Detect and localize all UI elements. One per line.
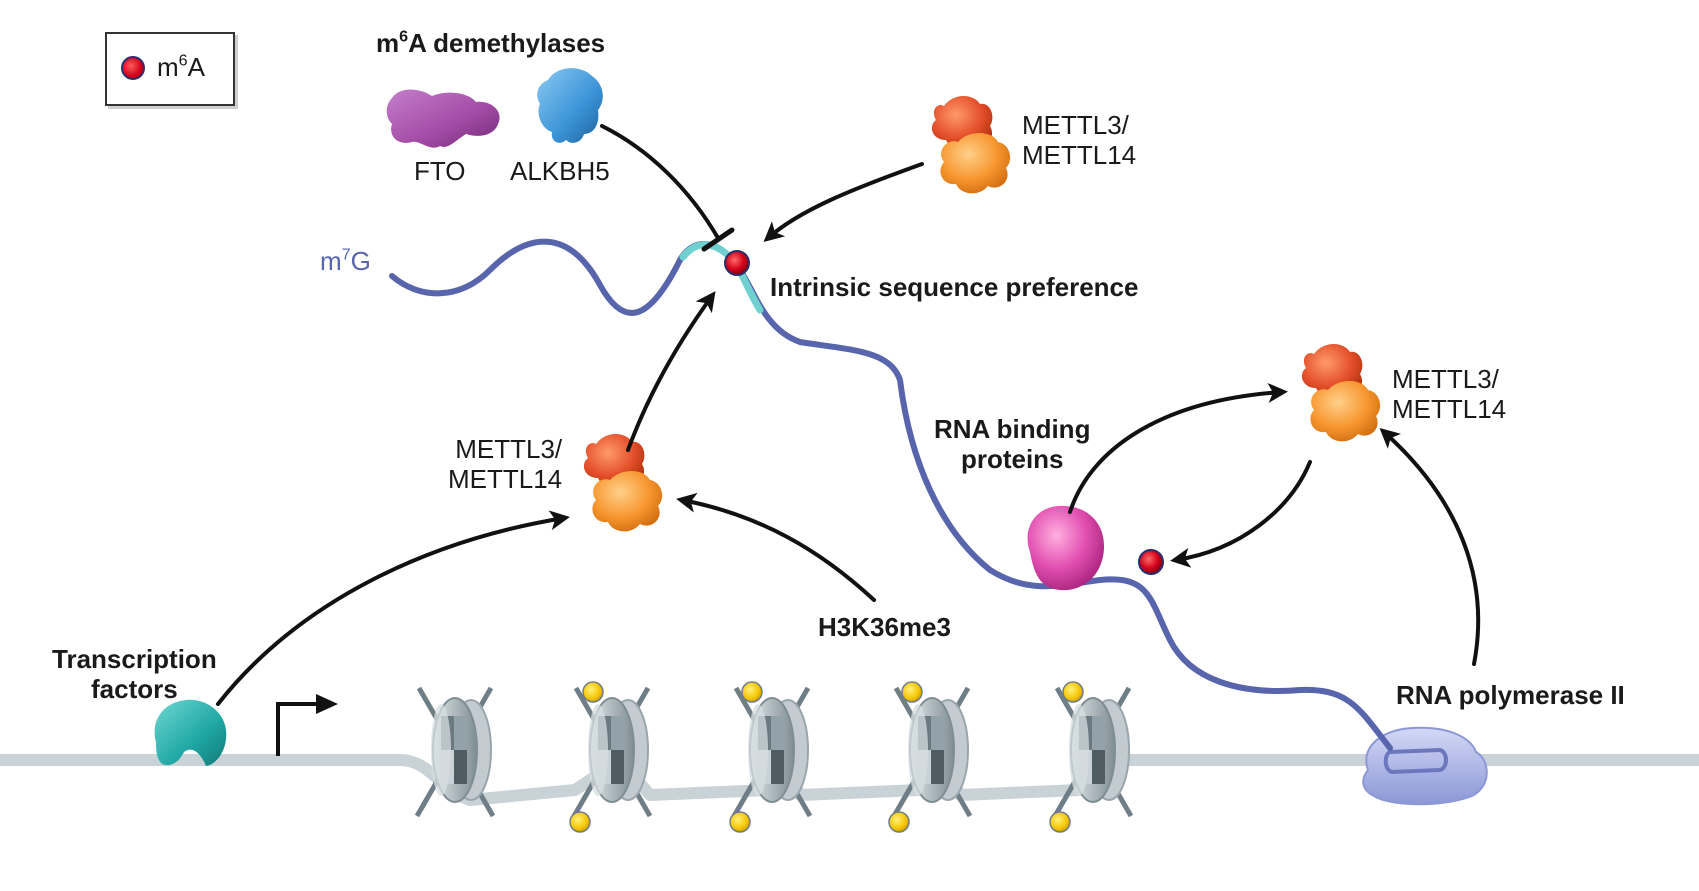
- legend: m6A: [105, 32, 235, 106]
- rbp-label: RNA binding proteins: [934, 414, 1091, 474]
- h3k36me3-label: H3K36me3: [818, 612, 951, 642]
- fto-protein-icon: [386, 89, 500, 148]
- m6a-legend-icon: [121, 56, 145, 80]
- regulatory-arrows: [216, 124, 1481, 706]
- transcription-factor-icon: [154, 699, 227, 766]
- mettl3-mettl14-right-icon: [1301, 344, 1381, 442]
- rna-polymerase-ii-label: RNA polymerase II: [1396, 680, 1625, 710]
- intrinsic-sequence-label: Intrinsic sequence preference: [770, 272, 1139, 302]
- m7g-cap-label: m7G: [320, 245, 371, 276]
- writer-middle-arrow: [626, 291, 716, 452]
- rna-polymerase-ii-icon: [1362, 726, 1488, 806]
- demethylase-inhibition-arrow: [600, 124, 720, 240]
- h3k36me3-marks: [569, 681, 1084, 833]
- mettl3-mettl14-middle-icon: [583, 434, 663, 532]
- writer-top-arrow: [763, 162, 924, 242]
- writer-middle-label: METTL3/ METTL14: [448, 434, 563, 494]
- writer-top-label: METTL3/ METTL14: [1022, 110, 1137, 170]
- demethylases-title: m6A demethylases: [376, 27, 606, 58]
- alkbh5-protein-icon: [537, 68, 603, 143]
- tss-arrow-icon: [276, 694, 338, 756]
- alkbh5-label: ALKBH5: [510, 156, 610, 186]
- rbp-arrow: [1068, 382, 1288, 514]
- polII-arrow: [1379, 427, 1481, 666]
- writer-right-label: METTL3/ METTL14: [1392, 364, 1507, 424]
- writer-right-arrow: [1170, 460, 1312, 568]
- h3k36me3-arrow: [676, 492, 876, 602]
- mettl3-mettl14-top-icon: [931, 96, 1011, 194]
- inhibition-bar: [701, 227, 735, 252]
- fto-label: FTO: [414, 156, 466, 186]
- legend-label: m6A: [157, 51, 205, 82]
- transcription-factors-label: Transcription factors: [52, 644, 217, 704]
- tf-arrow: [216, 510, 570, 706]
- rna-binding-protein-icon: [1027, 505, 1104, 591]
- m6a-site-1: [724, 250, 750, 276]
- mrna-strand: [389, 238, 1393, 751]
- m6a-site-2: [1138, 549, 1164, 575]
